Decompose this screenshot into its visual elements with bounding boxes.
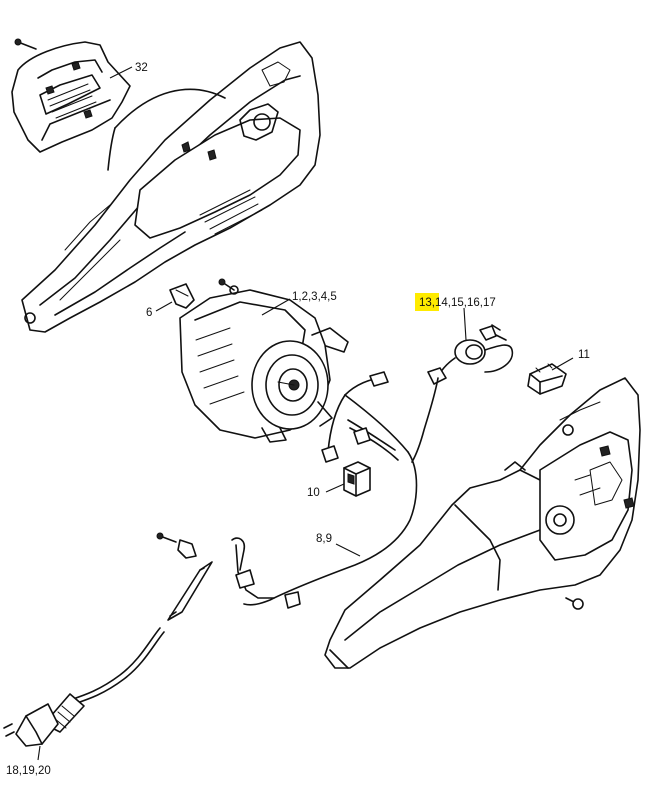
callout-11: 11 bbox=[578, 349, 590, 361]
screw-cord-clamp bbox=[156, 532, 197, 559]
callout-14-17: ,14,15,16,17 bbox=[432, 297, 496, 309]
screw-top-left bbox=[14, 38, 37, 50]
callout-6: 6 bbox=[146, 307, 152, 319]
part-18-20-power-cord bbox=[3, 537, 301, 747]
callout-32: 32 bbox=[135, 62, 148, 74]
leader-lines bbox=[37, 66, 574, 761]
callout-labels: 32 1,2,3,4,5 6 13,14,15,16,17 11 10 8,9 … bbox=[6, 62, 590, 777]
callout-1-5: 1,2,3,4,5 bbox=[292, 291, 337, 303]
callout-13-17: 13,14,15,16,17 bbox=[419, 297, 496, 309]
main-housing bbox=[21, 41, 321, 333]
part-10-switch bbox=[343, 461, 371, 497]
callout-13: 13 bbox=[419, 297, 432, 309]
part-11-cable-plug bbox=[527, 363, 567, 395]
part-1-5-motor bbox=[179, 278, 349, 443]
screw-right bbox=[565, 597, 584, 610]
callout-18-20: 18,19,20 bbox=[6, 765, 51, 777]
part-6-clip bbox=[169, 283, 195, 309]
highlight-13 bbox=[415, 293, 439, 311]
part-32-rear-cover bbox=[11, 41, 131, 153]
part-8-9-harness bbox=[243, 371, 439, 606]
handle-housing bbox=[324, 377, 641, 669]
callout-10: 10 bbox=[307, 487, 320, 499]
callout-8-9: 8,9 bbox=[316, 533, 332, 545]
part-13-17-switch-wiring bbox=[427, 324, 514, 385]
